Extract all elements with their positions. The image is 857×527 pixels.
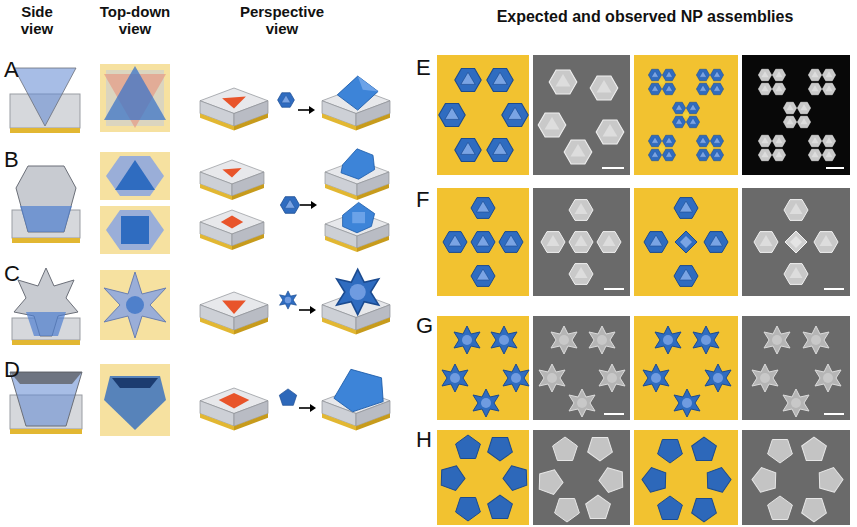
panel-b-art: [12, 149, 389, 254]
panel-letter: F: [416, 188, 436, 212]
panel-e-art: [437, 55, 850, 175]
panel-letter: H: [416, 428, 436, 452]
panel-letter: B: [4, 148, 24, 172]
panel-letter: A: [4, 58, 24, 82]
panel-g-art: [437, 316, 850, 420]
panel-d-art: [10, 364, 390, 436]
column-heading: Side view: [4, 4, 70, 37]
column-heading: Perspective view: [232, 4, 332, 37]
column-heading: Top-down view: [94, 4, 176, 37]
panel-letter: C: [4, 262, 24, 286]
panel-a-art: [10, 64, 390, 133]
panel-letter: E: [416, 56, 436, 80]
panel-c-art: [12, 268, 390, 345]
panel-h-art: [437, 430, 850, 526]
panel-f-art: [437, 188, 850, 296]
section-heading: Expected and observed NP assemblies: [440, 8, 850, 26]
panel-letter: G: [416, 314, 436, 338]
panel-letter: D: [4, 358, 24, 382]
